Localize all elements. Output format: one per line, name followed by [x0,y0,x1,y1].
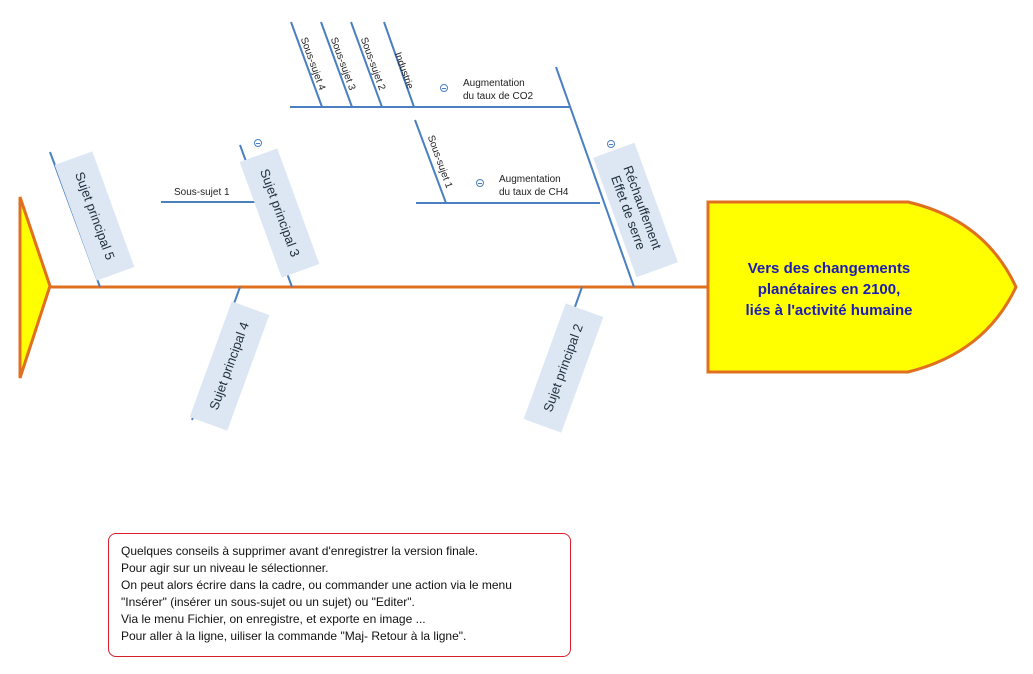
co2-line-1: Augmentation [463,78,525,89]
subtopic-sous-sujet-1-main3[interactable]: Sous-sujet 1 [174,187,230,198]
ch4-line-2: du taux de CH4 [499,187,569,198]
bone-sous-sujet-3 [320,21,353,108]
subtopic-ch4[interactable]: Augmentation du taux de CH4 [499,173,569,199]
bone-sous-sujet-1-ch4 [414,119,447,204]
bone-sous-sujet-2 [350,21,383,108]
head-line-3: liés à l'activité humaine [745,302,913,319]
tips-line-2: Pour agir sur un niveau le sélectionner. [121,561,329,575]
bone-rechauffement [555,66,635,288]
collapse-ch4-icon[interactable] [476,179,484,187]
tips-line-3: On peut alors écrire dans la cadre, ou c… [121,578,512,592]
co2-line-2: du taux de CO2 [463,91,534,102]
tips-line-1: Quelques conseils à supprimer avant d'en… [121,544,479,558]
subtopic-co2[interactable]: Augmentation du taux de CO2 [463,77,533,103]
ch4-line-1: Augmentation [499,174,561,185]
tips-line-6: Pour aller à la ligne, uiliser la comman… [121,629,467,643]
collapse-co2-icon[interactable] [440,84,448,92]
tips-line-4: "Insérer" (insérer un sous-sujet ou un s… [121,595,415,609]
head-shape[interactable] [706,200,1018,374]
tips-box[interactable]: Quelques conseils à supprimer avant d'en… [108,533,571,657]
collapse-main-3-icon[interactable] [254,139,262,147]
head-line-2: planétaires en 2100, [757,281,901,298]
tail-shape[interactable] [18,196,52,379]
head-line-1: Vers des changements [747,260,911,277]
head-title[interactable]: Vers des changements planétaires en 2100… [712,258,946,321]
bone-sous-sujet-4 [290,21,323,108]
bone-industrie [383,21,415,108]
tips-line-5: Via le menu Fichier, on enregistre, et e… [121,612,426,626]
collapse-rechauffement-icon[interactable] [607,140,615,148]
